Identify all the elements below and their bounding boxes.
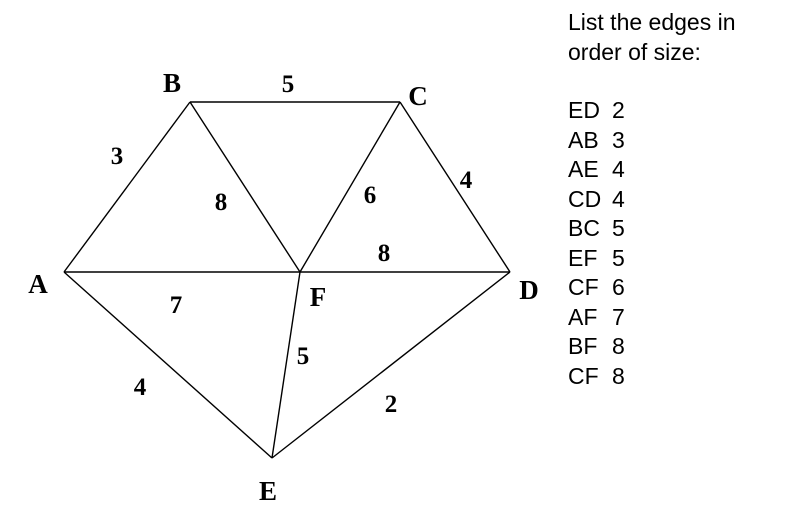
edge-ed (271, 271, 511, 459)
edge-weights: 3 5 4 7 8 8 6 4 5 2 (111, 71, 473, 418)
sorted-edge-name: CF (568, 362, 599, 389)
instruction-text: List the edges in order of size: (568, 9, 736, 65)
sorted-edge-item: EF 5 (568, 244, 778, 274)
node-label-d: D (519, 275, 539, 305)
edge-cf (299, 101, 401, 273)
node-label-c: C (408, 81, 428, 111)
weight-label-ab: 3 (111, 143, 124, 170)
weight-label-bc: 5 (282, 71, 295, 98)
sorted-edge-name: EF (568, 244, 598, 271)
weight-label-cd: 4 (460, 167, 473, 194)
sorted-edge-weight: 7 (612, 303, 625, 330)
weight-label-ae: 4 (134, 374, 147, 401)
sorted-edge-weight: 2 (612, 97, 625, 123)
edge-ef (271, 271, 301, 459)
sorted-edge-item: AB 3 (568, 126, 778, 156)
weight-label-cf: 6 (364, 182, 377, 209)
sorted-edge-item: AF 7 (568, 303, 778, 333)
weight-label-ed: 2 (385, 391, 398, 418)
sorted-edge-name: AE (568, 156, 599, 182)
sorted-edge-name: ED (568, 97, 600, 123)
sorted-edge-weight: 8 (612, 362, 625, 389)
sorted-edge-weight: 5 (612, 244, 625, 271)
graph-edges (63, 101, 511, 459)
sorted-edge-weight: 6 (612, 274, 625, 300)
sorted-edge-item: CF 8 (568, 362, 778, 392)
weight-label-fd: 8 (378, 240, 391, 267)
sorted-edge-name: AB (568, 126, 599, 153)
sorted-edge-name: BF (568, 333, 598, 359)
edge-cd (399, 101, 511, 273)
sorted-edge-name: CD (568, 185, 602, 212)
sorted-edge-weight: 4 (612, 156, 625, 182)
vertex-labels: A B C D E F (28, 68, 539, 506)
sorted-edge-item: BF 8 (568, 332, 778, 362)
edge-ab (63, 101, 191, 273)
sorted-edge-item: CF 6 (568, 273, 778, 303)
edge-ae (63, 271, 273, 459)
sorted-edge-weight: 5 (612, 215, 625, 241)
node-label-e: E (259, 476, 277, 506)
node-label-a: A (28, 269, 48, 299)
sorted-edge-name: CF (568, 274, 599, 300)
sorted-edge-item: BC 5 (568, 214, 778, 244)
sorted-edge-weight: 8 (612, 333, 625, 359)
weight-label-bf: 8 (215, 189, 228, 216)
sorted-edge-item: CD 4 (568, 185, 778, 215)
node-label-f: F (310, 282, 327, 312)
node-label-b: B (163, 68, 181, 98)
sorted-edge-item: ED 2 (568, 96, 778, 126)
edge-bf (189, 101, 301, 273)
sorted-edge-name: BC (568, 215, 600, 241)
sorted-edge-item: AE 4 (568, 155, 778, 185)
weight-label-af: 7 (170, 292, 183, 319)
weight-label-ef: 5 (297, 343, 310, 370)
sorted-edge-name: AF (568, 303, 598, 330)
sorted-edge-weight: 3 (612, 126, 625, 153)
sorted-edge-weight: 4 (612, 185, 625, 212)
